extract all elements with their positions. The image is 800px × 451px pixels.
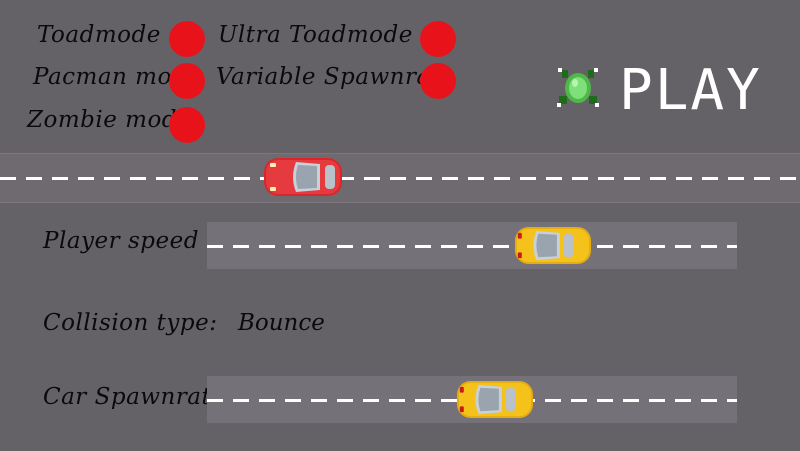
collision-type-label: Collision type: (43, 310, 218, 336)
car-spawnrate-label: Car Spawnrate (43, 384, 226, 410)
car-spawnrate-slider[interactable] (207, 376, 737, 423)
car-spawnrate-slider-handle[interactable] (455, 378, 535, 421)
ultra-toadmode-toggle[interactable] (420, 21, 456, 57)
mode-label-zombie: Zombie mode (27, 107, 192, 133)
lane-marking (0, 177, 800, 180)
red-car (264, 158, 342, 196)
player-speed-label: Player speed (43, 228, 199, 254)
play-button[interactable]: PLAY (619, 58, 762, 123)
top-road (0, 153, 800, 203)
collision-type-value[interactable]: Bounce (238, 310, 325, 336)
player-speed-slider[interactable] (207, 222, 737, 269)
zombie-mode-toggle[interactable] (169, 107, 205, 143)
mode-label-ultra-toadmode: Ultra Toadmode (218, 22, 413, 48)
mode-label-toadmode: Toadmode (37, 22, 161, 48)
toadmode-toggle[interactable] (169, 21, 205, 57)
pacman-mode-toggle[interactable] (169, 63, 205, 99)
frog-icon[interactable] (556, 66, 600, 110)
mode-label-variable-spawnrate: Variable Spawnrate (216, 64, 455, 90)
player-speed-slider-handle[interactable] (513, 224, 593, 267)
slider-track-marking (207, 244, 737, 248)
variable-spawnrate-toggle[interactable] (420, 63, 456, 99)
